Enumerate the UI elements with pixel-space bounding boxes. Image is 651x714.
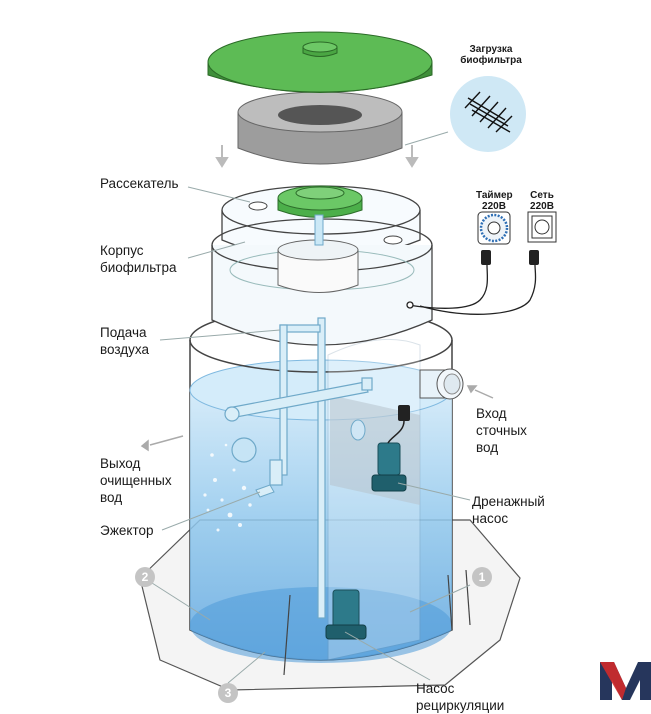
recirc-pump-label: Насос рециркуляции (416, 681, 505, 713)
air-supply-label: Подача воздуха (100, 325, 150, 357)
piping (224, 317, 373, 619)
green-lid (207, 31, 433, 93)
brand-logo (600, 662, 651, 700)
drainage-pump (371, 405, 410, 492)
ejector-label: Эжектор (100, 523, 154, 538)
air-bubbles (203, 443, 252, 532)
marker-1: 1 (472, 567, 492, 587)
wastewater-inlet-label: Вход сточных вод (476, 406, 527, 455)
recirc-pump (325, 589, 367, 640)
leader-lines (151, 131, 471, 684)
mains-label: Сеть 220В (530, 190, 554, 212)
marker-3: 3 (218, 683, 238, 703)
flow-arrows (140, 385, 494, 452)
marker-2: 2 (135, 567, 155, 587)
support-legs (283, 569, 471, 676)
dispenser (277, 185, 363, 246)
dispenser-label: Рассекатель (100, 176, 179, 191)
timer-label: Таймер 220В (476, 190, 513, 212)
inlet-pipe (350, 368, 464, 441)
biofilter-load-label: Загрузка биофильтра (460, 44, 522, 66)
housing-label: Корпус биофильтра (100, 243, 177, 275)
ejector-pipe (255, 484, 275, 498)
power-cables (406, 264, 537, 315)
mains-socket (527, 211, 557, 243)
biofilter-load-disc (450, 76, 526, 152)
drainage-pump-label: Дренажный насос (472, 494, 545, 526)
plugs (481, 250, 539, 265)
grey-ring (237, 91, 403, 165)
clean-water-outlet-label: Выход очищенных вод (100, 456, 172, 505)
down-arrows (215, 145, 419, 168)
timer-socket (477, 211, 511, 245)
